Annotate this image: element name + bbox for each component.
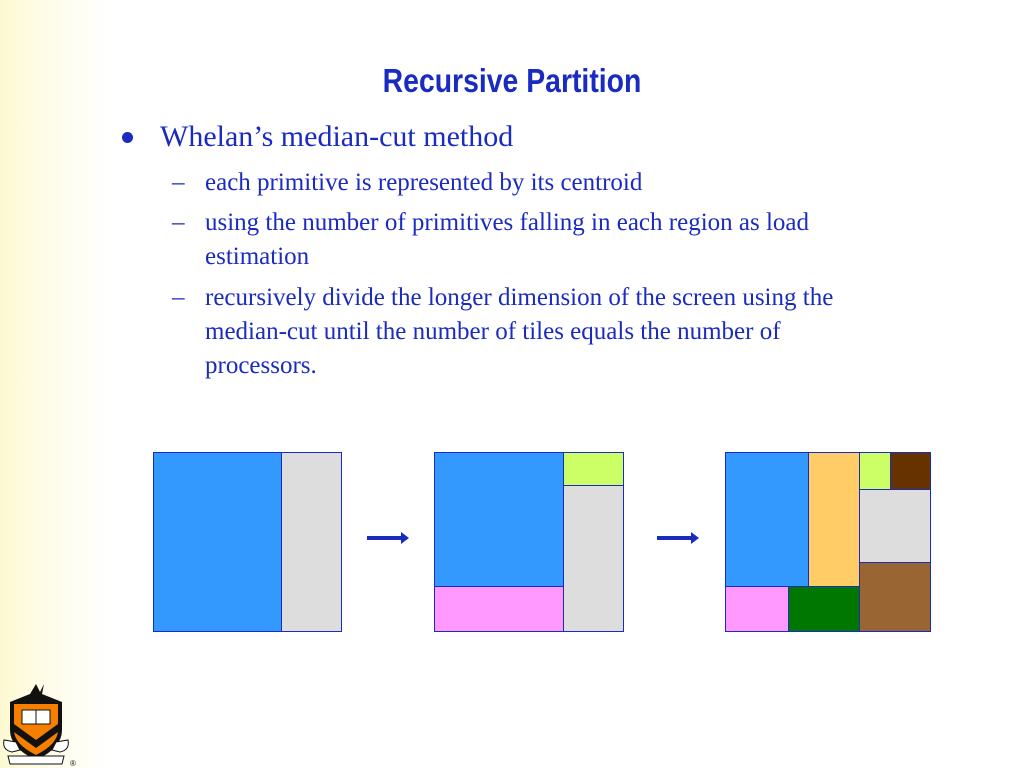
subbullet-3-text: recursively divide the longer dimension … (205, 284, 834, 379)
tile-pink (725, 586, 790, 632)
subbullet-2-text: using the number of primitives falling i… (205, 209, 810, 270)
tile-gray (859, 489, 931, 564)
bullet-dot (122, 132, 133, 143)
tile-blue (725, 452, 810, 588)
tile-brown (859, 562, 931, 632)
slide-title: Recursive Partition (382, 62, 642, 99)
tile-blue (153, 452, 283, 632)
registered-mark: ® (70, 759, 76, 768)
tile-green (788, 586, 861, 632)
tile-lime (859, 452, 892, 491)
subbullet-dash: – (172, 284, 185, 311)
subbullet-dash: – (172, 169, 185, 196)
arrow-right-icon (367, 532, 409, 544)
tile-gray (281, 452, 342, 632)
princeton-shield-icon: ® (3, 684, 76, 768)
arrow-right-icon (657, 532, 699, 544)
bullet-main-text: Whelan’s median-cut method (160, 120, 514, 153)
tile-orange (808, 452, 861, 588)
tile-pink (434, 586, 565, 632)
tile-lime (563, 452, 624, 487)
tile-blue (434, 452, 565, 588)
subbullet-1-text: each primitive is represented by its cen… (205, 169, 643, 196)
subbullet-dash: – (172, 209, 185, 236)
tile-gray (563, 485, 624, 632)
tile-darkbrown (890, 452, 931, 491)
